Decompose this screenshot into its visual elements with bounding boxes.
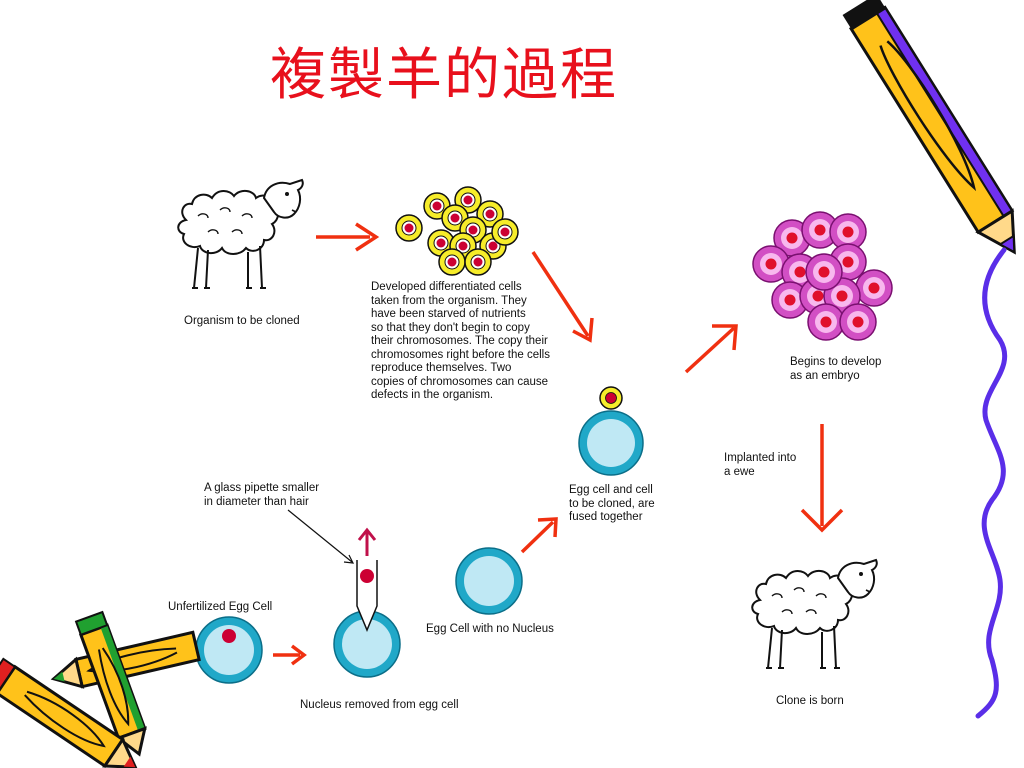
- pencil-icon: [74, 610, 147, 757]
- arrow-icon: [531, 251, 594, 343]
- egg-cell-icon: [195, 616, 263, 684]
- nucleus-removed-label: Nucleus removed from egg cell: [300, 699, 459, 711]
- pipette-line: A glass pipette smaller: [204, 482, 320, 494]
- cells-line: have been starved of nutrients: [371, 308, 526, 320]
- squiggle-line-icon: [975, 247, 1008, 719]
- unfertilized-label: Unfertilized Egg Cell: [168, 601, 273, 613]
- arrow-icon: [287, 509, 355, 564]
- sheep-icon: [177, 179, 304, 289]
- pencil-icon: [0, 657, 138, 768]
- page-title: 複製羊的過程: [270, 43, 618, 108]
- egg-cell-icon: [455, 547, 523, 615]
- fused-egg-cell-icon: [578, 386, 644, 476]
- pencil-icon: [842, 0, 1016, 255]
- cells-line: chromosomes right before the cells: [371, 348, 550, 361]
- embryo-icon: [752, 211, 893, 341]
- fused-line: Egg cell and cell: [569, 484, 653, 496]
- pipette-label: A glass pipette smaller in diameter than…: [204, 482, 319, 509]
- pipette-icon: [356, 527, 378, 632]
- egg-cell-icon: [333, 610, 401, 678]
- embryo-label: Begins to develop as an embryo: [790, 356, 881, 383]
- embryo-line: as an embryo: [790, 369, 860, 382]
- sheep-icon: [751, 559, 878, 669]
- fused-label: Egg cell and cell to be cloned, are fuse…: [569, 484, 655, 525]
- cells-line: so that they don't begin to copy: [371, 321, 530, 334]
- cells-line: copies of chromosomes can cause: [371, 375, 549, 388]
- cells-line: defects in the organism.: [371, 389, 494, 401]
- implanted-label: Implanted into a ewe: [724, 452, 796, 479]
- arrow-icon: [520, 517, 558, 554]
- cell-cluster-icon: [395, 186, 519, 276]
- embryo-line: Begins to develop: [790, 356, 882, 368]
- arrow-icon: [684, 324, 738, 374]
- arrow-icon: [273, 644, 307, 666]
- cells-description: Developed differentiated cells taken fro…: [371, 281, 561, 403]
- clone-label: Clone is born: [776, 695, 844, 707]
- pipette-line: in diameter than hair: [204, 495, 309, 508]
- implanted-line: a ewe: [724, 465, 755, 478]
- cells-line: taken from the organism. They: [371, 294, 527, 307]
- organism-label: Organism to be cloned: [184, 315, 300, 327]
- arrow-icon: [800, 424, 844, 533]
- implanted-line: Implanted into: [724, 452, 797, 464]
- fused-line: fused together: [569, 511, 643, 523]
- fused-line: to be cloned, are: [569, 497, 655, 510]
- no-nucleus-label: Egg Cell with no Nucleus: [426, 623, 554, 635]
- cells-line: reproduce themselves. Two: [371, 362, 512, 374]
- arrow-icon: [316, 222, 380, 252]
- cells-line: their chromosomes. The copy their: [371, 335, 548, 347]
- cells-line: Developed differentiated cells: [371, 281, 522, 293]
